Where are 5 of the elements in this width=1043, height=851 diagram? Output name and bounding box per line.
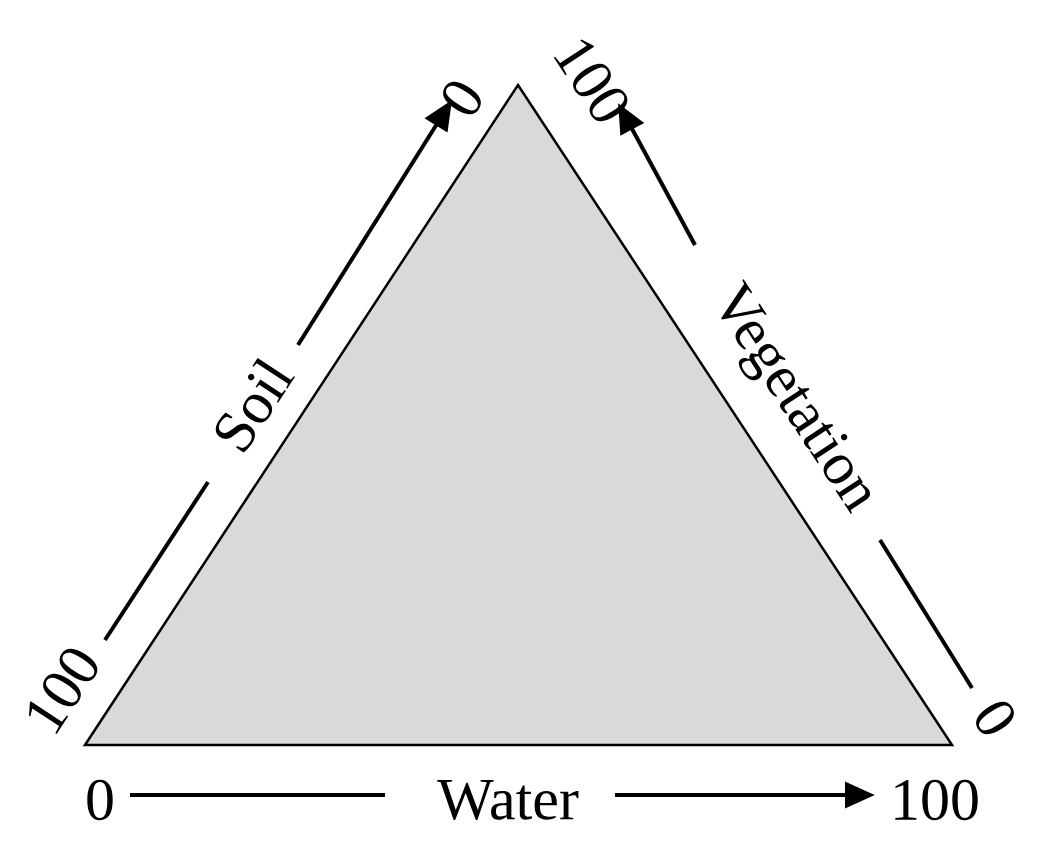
axis-label: 100 bbox=[553, 39, 628, 122]
axis-label: Soil bbox=[215, 357, 296, 453]
axis-label: 0 bbox=[443, 81, 481, 115]
axis-label: 100 bbox=[29, 648, 98, 734]
axis-label: 100 bbox=[895, 779, 978, 821]
